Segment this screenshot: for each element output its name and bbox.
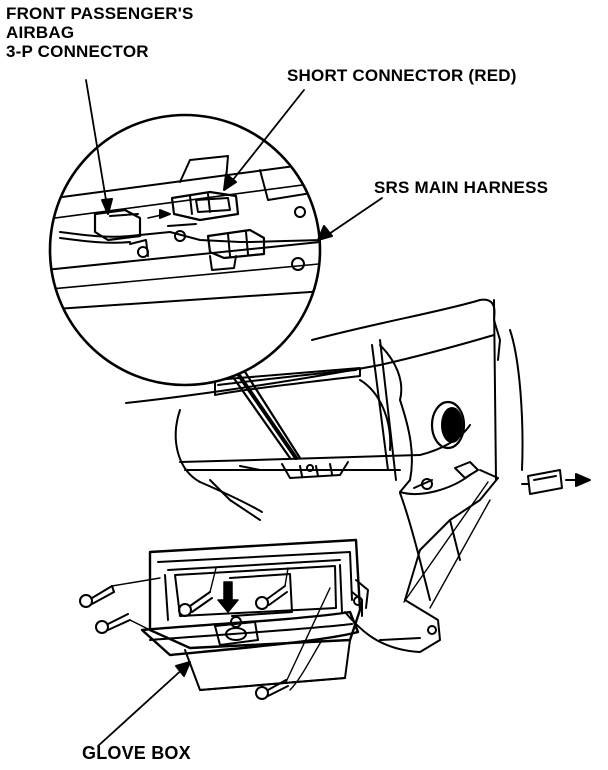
detail-view-contents [50, 155, 320, 311]
zoom-leader [226, 362, 302, 460]
airbag-connector-label-line1: FRONT PASSENGER'S [6, 4, 194, 23]
glove-box-screws [79, 585, 289, 700]
detail-view-circle [48, 113, 322, 387]
clip-removal-detail [521, 469, 563, 495]
short-connector-label: SHORT CONNECTOR (RED) [287, 66, 517, 85]
glove-box-label: GLOVE BOX [82, 743, 191, 763]
airbag-connector-label: FRONT PASSENGER'S AIRBAG 3-P CONNECTOR [6, 4, 194, 61]
label-leaders [85, 79, 383, 747]
clip-removal-arrow [565, 473, 591, 487]
airbag-connector-label-line2: AIRBAG [6, 23, 75, 42]
airbag-connector-label-line3: 3-P CONNECTOR [6, 42, 149, 61]
dashboard-outline [125, 298, 524, 601]
glove-box-arrow [217, 581, 239, 613]
srs-main-harness-label: SRS MAIN HARNESS [374, 178, 549, 197]
screw-leader-lines [111, 481, 491, 691]
